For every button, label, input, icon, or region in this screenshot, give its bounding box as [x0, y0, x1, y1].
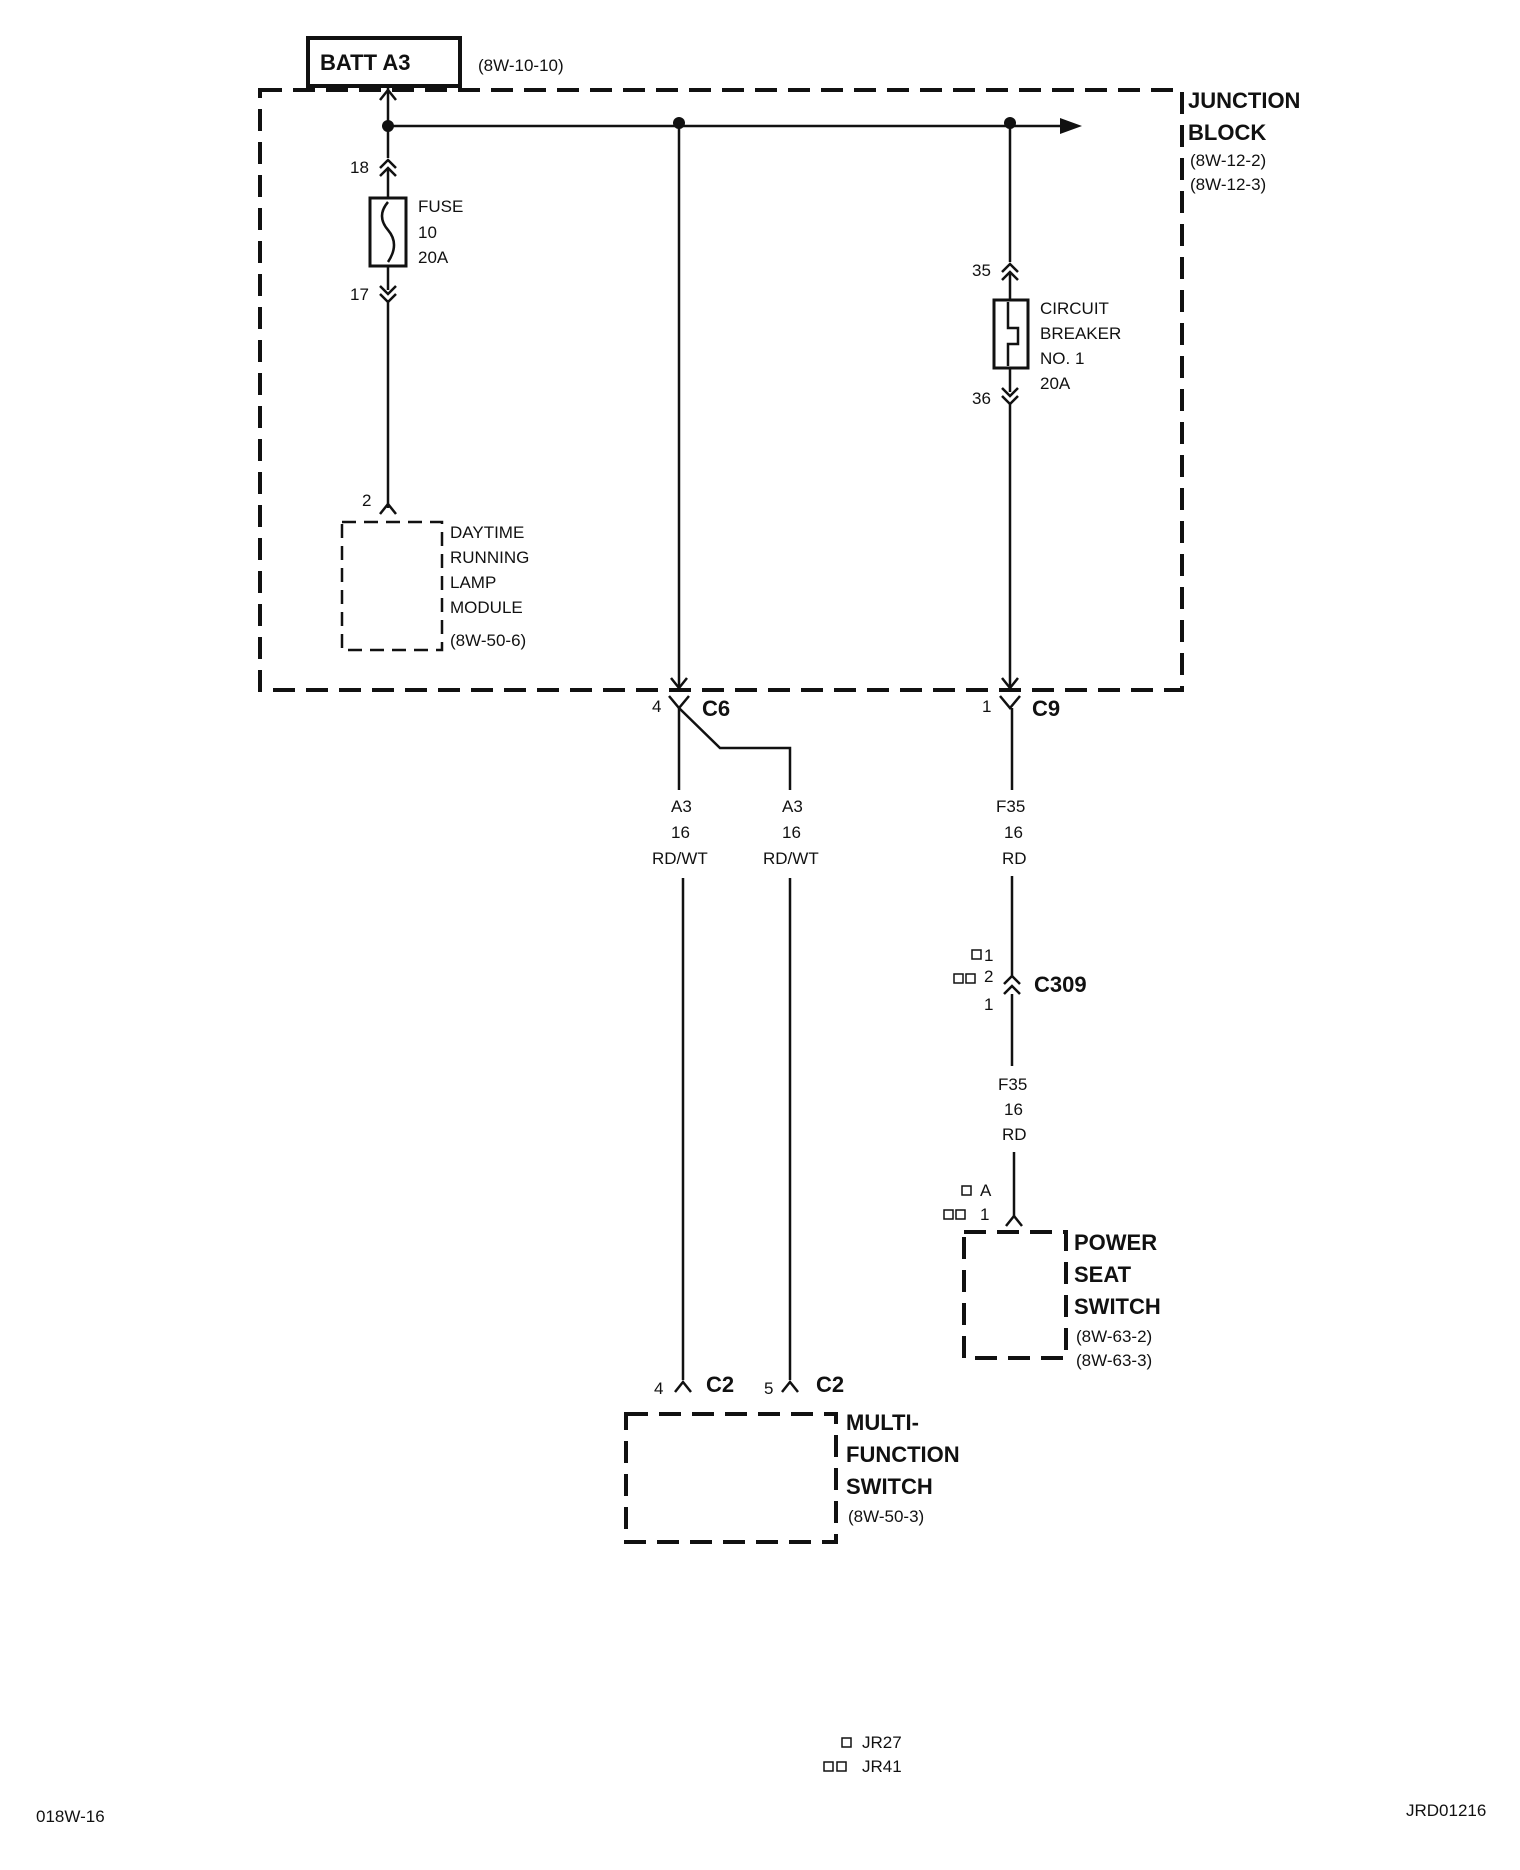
- legend-single-key-icon: [841, 1737, 852, 1748]
- c9-name: C9: [1032, 696, 1060, 721]
- legend-double-key-icon: [823, 1761, 834, 1772]
- power-seat-connector: [1005, 1213, 1023, 1227]
- c2-left-name: C2: [706, 1372, 734, 1397]
- breaker-label-1: CIRCUIT: [1040, 299, 1109, 318]
- breaker-pin35-arrow: [1001, 262, 1019, 273]
- c9-connector: [999, 695, 1021, 710]
- f35-bottom-circuit: F35: [998, 1075, 1027, 1094]
- power-seat-label-1: POWER: [1074, 1230, 1157, 1255]
- junction-block-outline: [258, 88, 1184, 692]
- a3-right-color: RD/WT: [763, 849, 819, 868]
- power-seat-label-3: SWITCH: [1074, 1294, 1161, 1319]
- multifunction-label-3: SWITCH: [846, 1474, 933, 1499]
- f35-bottom-color: RD: [1002, 1125, 1027, 1144]
- drl-ref: (8W-50-6): [450, 631, 526, 650]
- multifunction-label-2: FUNCTION: [846, 1442, 960, 1467]
- drl-label-4: MODULE: [450, 598, 523, 617]
- breaker-pin-bottom: 36: [972, 389, 991, 408]
- f35-top-color: RD: [1002, 849, 1027, 868]
- f35-bottom-gauge: 16: [1004, 1100, 1023, 1119]
- c309-key-icon: [971, 949, 982, 960]
- breaker-label-3: NO. 1: [1040, 349, 1084, 368]
- junction-block-title-2: BLOCK: [1188, 120, 1266, 145]
- c309-pin-1: 1: [984, 946, 993, 965]
- power-seat-key-icon: [961, 1185, 972, 1196]
- breaker-label-2: BREAKER: [1040, 324, 1121, 343]
- breaker-pin36-arrow: [1001, 387, 1019, 398]
- batt-label: BATT A3: [320, 50, 410, 75]
- power-seat-ref-1: (8W-63-2): [1076, 1327, 1152, 1346]
- fuse-label-3: 20A: [418, 248, 449, 267]
- breaker-pin-top: 35: [972, 261, 991, 280]
- power-seat-key-icon: [955, 1209, 966, 1220]
- a3-right-wire: [678, 707, 792, 790]
- fuse-element: [380, 201, 396, 263]
- a3-left-gauge: 16: [671, 823, 690, 842]
- batt-ref: (8W-10-10): [478, 56, 564, 75]
- c309-pin-3: 1: [984, 995, 993, 1014]
- c2-right-name: C2: [816, 1372, 844, 1397]
- legend-jr41: JR41: [862, 1757, 902, 1776]
- drl-label-1: DAYTIME: [450, 523, 524, 542]
- power-seat-label-2: SEAT: [1074, 1262, 1132, 1287]
- c309-connector: [1003, 974, 1021, 985]
- c9-arrow: [1001, 677, 1019, 691]
- fuse-pin-bottom: 17: [350, 285, 369, 304]
- f35-top-gauge: 16: [1004, 823, 1023, 842]
- c6-name: C6: [702, 696, 730, 721]
- c6-pin: 4: [652, 697, 661, 716]
- c2-pin-left: 4: [654, 1379, 663, 1398]
- multifunction-ref: (8W-50-3): [848, 1507, 924, 1526]
- drl-pin-connector: [379, 501, 397, 515]
- c2-pin4-connector: [674, 1379, 692, 1393]
- breaker-element: [1006, 302, 1020, 366]
- drl-pin: 2: [362, 491, 371, 510]
- legend-jr27: JR27: [862, 1733, 902, 1752]
- fuse-pin-top: 18: [350, 158, 369, 177]
- c309-key-icon: [965, 973, 976, 984]
- c9-pin: 1: [982, 697, 991, 716]
- fuse-pin18-arrow: [379, 158, 397, 169]
- a3-left-color: RD/WT: [652, 849, 708, 868]
- footer-figure-code: JRD01216: [1406, 1801, 1486, 1820]
- fuse-label-2: 10: [418, 223, 437, 242]
- c309-name: C309: [1034, 972, 1087, 997]
- junction-block-title-1: JUNCTION: [1188, 88, 1300, 113]
- circuit-breaker-symbol: [992, 298, 1030, 370]
- bus-continuation-arrow: [1060, 118, 1082, 134]
- c309-pin-2: 2: [984, 967, 993, 986]
- c309-connector: [1003, 984, 1021, 995]
- c309-key-icon: [953, 973, 964, 984]
- footer-page-code: 018W-16: [36, 1807, 105, 1826]
- breaker-label-4: 20A: [1040, 374, 1071, 393]
- fuse-pin17-arrow: [379, 285, 397, 296]
- c2-pin-right: 5: [764, 1379, 773, 1398]
- junction-block-ref-1: (8W-12-2): [1190, 151, 1266, 170]
- junction-block-ref-2: (8W-12-3): [1190, 175, 1266, 194]
- multifunction-switch-outline: [624, 1412, 838, 1544]
- a3-left-circuit: A3: [671, 797, 692, 816]
- drl-module-outline: [340, 520, 444, 652]
- c6-arrow: [670, 677, 688, 691]
- power-seat-key-icon: [943, 1209, 954, 1220]
- c2-pin5-connector: [781, 1379, 799, 1393]
- power-seat-switch-outline: [962, 1230, 1068, 1360]
- drl-label-2: RUNNING: [450, 548, 529, 567]
- batt-a3-box: [306, 36, 462, 88]
- a3-right-gauge: 16: [782, 823, 801, 842]
- fuse-label-1: FUSE: [418, 197, 463, 216]
- power-seat-pin-a: A: [980, 1181, 992, 1200]
- fuse-symbol: [368, 196, 408, 268]
- legend-double-key-icon: [836, 1761, 847, 1772]
- batt-feed-arrow: [379, 87, 397, 101]
- multifunction-label-1: MULTI-: [846, 1410, 919, 1435]
- f35-top-circuit: F35: [996, 797, 1025, 816]
- drl-label-3: LAMP: [450, 573, 496, 592]
- a3-right-circuit: A3: [782, 797, 803, 816]
- power-seat-pin-1: 1: [980, 1205, 989, 1224]
- power-seat-ref-2: (8W-63-3): [1076, 1351, 1152, 1370]
- c6-connector: [668, 695, 690, 710]
